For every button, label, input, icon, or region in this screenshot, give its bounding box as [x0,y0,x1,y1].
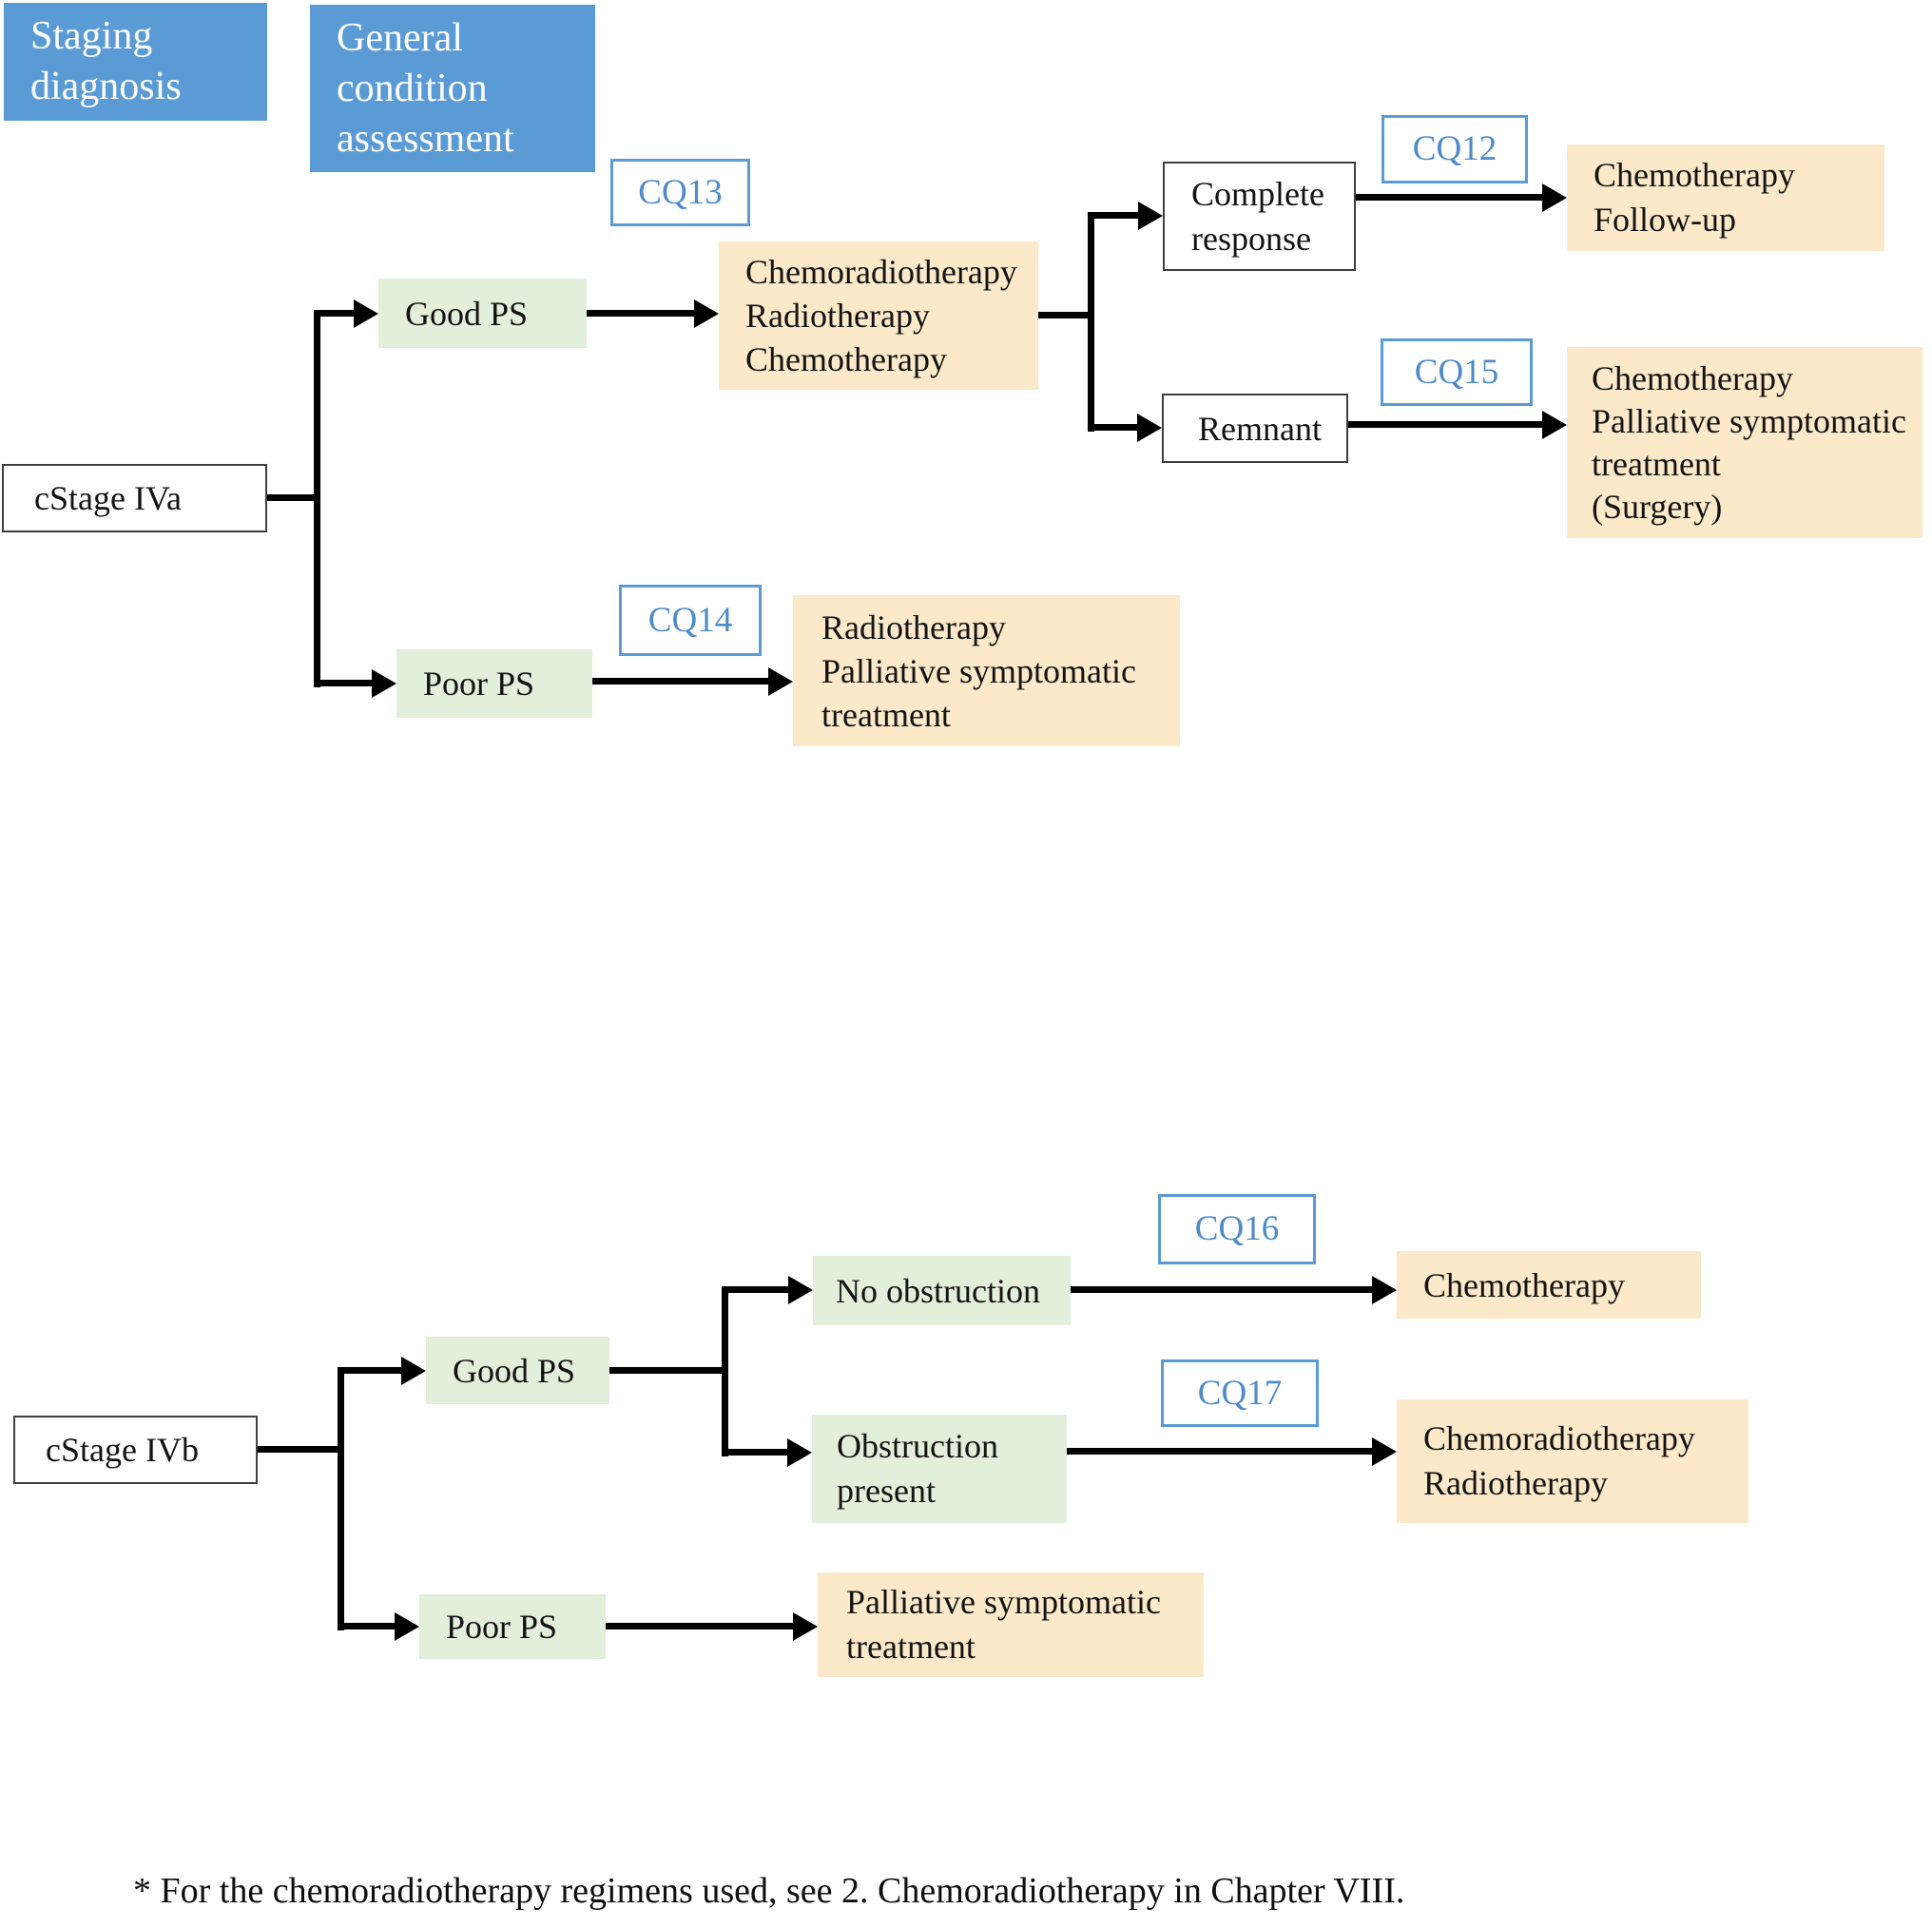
arrowhead-icon [793,1612,818,1641]
stage-iva-node: cStage IVa [2,464,267,532]
footnote-text: * For the chemoradiotherapy regimens use… [133,1871,1405,1911]
arrowhead-icon [788,1276,813,1304]
arrowhead-icon [1542,183,1567,212]
connector-line [314,310,354,317]
cq12-label-box: CQ12 [1381,115,1528,183]
connector-line [587,310,694,317]
connector-line [592,678,768,684]
connector-line [314,680,372,686]
no-obstruction-node: No obstruction [813,1256,1071,1325]
connector-line [609,1367,728,1374]
arrowhead-icon [1542,411,1567,439]
connector-line [1348,421,1542,428]
cq13-label-box: CQ13 [610,159,750,226]
connector-line [722,1449,787,1456]
remnant-node: Remnant [1162,394,1348,463]
connector-line [1088,424,1137,431]
poor-ps-node-ivb: Poor PS [419,1594,606,1659]
connector-line [258,1446,343,1453]
connector-line [338,1367,344,1630]
connector-line [267,494,320,501]
connector-line [1071,1286,1372,1293]
chemotherapy-node-ivb: Chemotherapy [1397,1251,1701,1319]
arrowhead-icon [372,669,396,698]
connector-line [314,310,320,687]
good-ps-node-iva: Good PS [378,279,587,348]
stage-ivb-node: cStage IVb [13,1416,258,1484]
poor-ps-node-iva: Poor PS [396,649,592,718]
cq14-label-box: CQ14 [619,585,762,656]
arrowhead-icon [768,667,793,696]
arrowhead-icon [694,299,719,328]
connector-line [1088,212,1094,432]
connector-line [1356,194,1542,201]
arrowhead-icon [1372,1437,1397,1466]
arrowhead-icon [1137,414,1162,442]
cq15-label-box: CQ15 [1381,338,1533,406]
cq17-label-box: CQ17 [1161,1359,1319,1427]
arrowhead-icon [1138,202,1163,230]
connector-line [1038,312,1094,318]
arrowhead-icon [395,1612,419,1641]
connector-line [1088,212,1138,219]
connector-line [606,1623,793,1629]
connector-line [722,1286,788,1293]
good-ps-node-ivb: Good PS [426,1337,609,1404]
cq16-label-box: CQ16 [1158,1194,1316,1264]
connector-line [722,1286,728,1456]
arrowhead-icon [401,1357,426,1385]
arrowhead-icon [787,1438,812,1467]
connector-line [338,1623,395,1629]
connector-line [1067,1448,1372,1455]
arrowhead-icon [1372,1276,1397,1304]
connector-line [338,1367,401,1374]
arrowhead-icon [354,299,378,328]
